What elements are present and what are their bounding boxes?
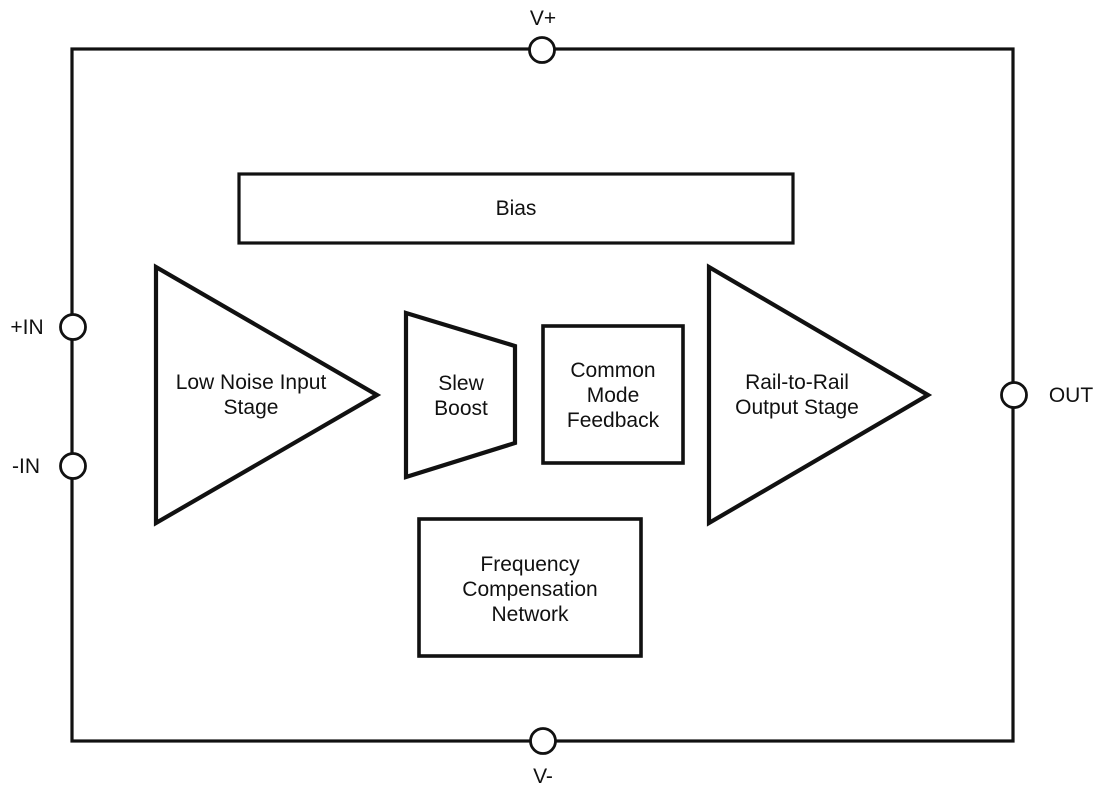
slew-boost-trapezoid bbox=[403, 310, 518, 480]
in-neg-terminal bbox=[59, 452, 87, 480]
out-terminal bbox=[1000, 381, 1028, 409]
in-pos-label: +IN bbox=[10, 316, 43, 339]
fcn-label-line2: Compensation bbox=[462, 578, 597, 601]
vminus-terminal bbox=[529, 727, 557, 755]
out-label: OUT bbox=[1049, 384, 1094, 407]
vminus-label: V- bbox=[533, 765, 553, 788]
common-mode-feedback-block bbox=[541, 324, 685, 465]
vplus-terminal bbox=[528, 36, 556, 64]
in-neg-label: -IN bbox=[12, 455, 40, 478]
output-stage-label-line1: Rail-to-Rail bbox=[745, 371, 849, 394]
fcn-label-line3: Network bbox=[491, 603, 569, 626]
cmf-label-line2: Mode bbox=[587, 384, 640, 407]
in-pos-terminal bbox=[59, 313, 87, 341]
input-stage-triangle bbox=[153, 263, 382, 527]
cmf-label-line3: Feedback bbox=[567, 409, 660, 432]
frequency-compensation-block bbox=[417, 517, 643, 658]
vplus-label: V+ bbox=[530, 7, 556, 30]
input-stage-label-line2: Stage bbox=[224, 396, 279, 419]
output-stage-label-line2: Output Stage bbox=[735, 396, 859, 419]
output-stage-triangle bbox=[706, 263, 933, 527]
cmf-label-line1: Common bbox=[570, 359, 655, 382]
fcn-label-line1: Frequency bbox=[480, 553, 580, 576]
slew-boost-label-line1: Slew bbox=[438, 372, 484, 395]
slew-boost-label-line2: Boost bbox=[434, 397, 488, 420]
bias-label: Bias bbox=[496, 197, 537, 220]
input-stage-label-line1: Low Noise Input bbox=[176, 371, 327, 394]
bias-block bbox=[237, 172, 795, 245]
